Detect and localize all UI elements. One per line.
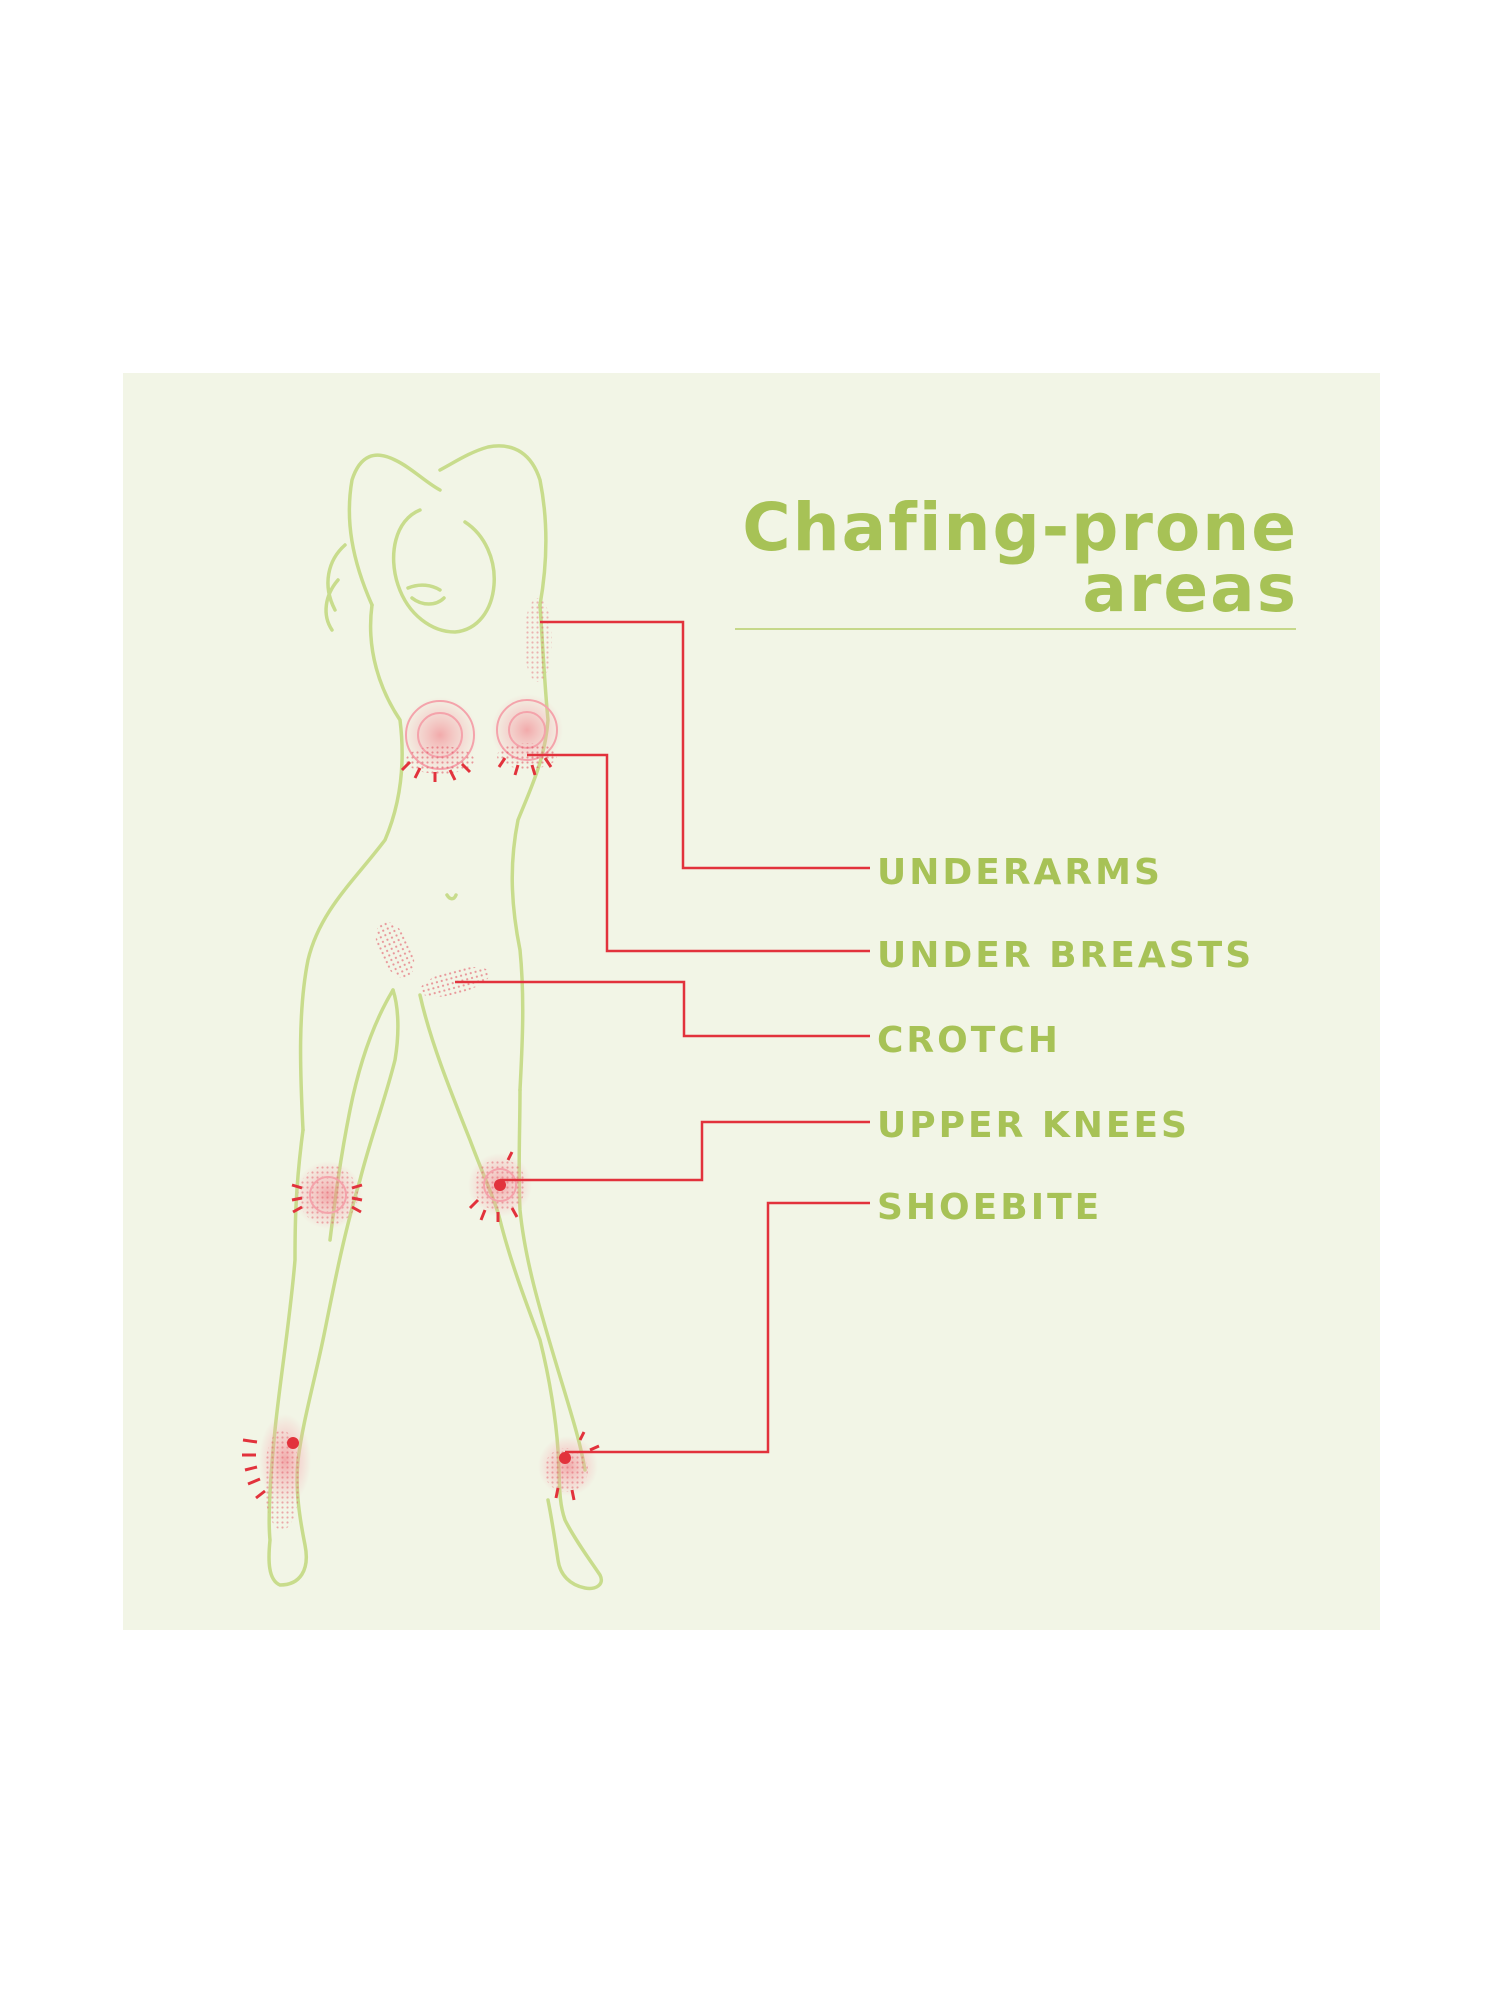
hotspot-knee-left-icon (291, 1161, 363, 1229)
leader-crotch (455, 980, 870, 1038)
hotspot-heel-left-icon (242, 1414, 311, 1530)
hair-outline (324, 543, 347, 632)
area-label-under-breasts: UNDER BREASTS (877, 935, 1255, 976)
hotspot-heel-right-icon (538, 1431, 600, 1501)
leader-lines (455, 620, 870, 1454)
area-label-shoebite: SHOEBITE (877, 1187, 1103, 1228)
area-label-underarms: UNDERARMS (877, 852, 1163, 893)
hotspot-crotch-icon (375, 921, 490, 997)
body-outline-icon (267, 444, 603, 1591)
leader-upper-knees (500, 1120, 870, 1182)
head-outline (391, 508, 496, 634)
leader-shoebite (565, 1201, 870, 1454)
right-leg-outer (517, 1088, 587, 1472)
diagram-title-line-1: Chafing-prone (742, 489, 1298, 566)
diagram-title-line-2: areas (1082, 550, 1298, 627)
face-detail (406, 583, 446, 606)
title-divider (735, 628, 1296, 630)
area-label-crotch: CROTCH (877, 1020, 1061, 1061)
hotspot-under-breast-right-icon (491, 694, 563, 776)
right-torso-outline (510, 603, 550, 1092)
hotspot-knee-right-icon (468, 1151, 532, 1222)
leader-under-breasts (527, 753, 870, 953)
leader-underarms (540, 620, 870, 870)
chafing-hotspots (242, 598, 600, 1530)
hotspot-underarm-icon (524, 598, 552, 682)
navel (445, 893, 458, 901)
left-arm-outline (347, 453, 442, 607)
diagram-panel (123, 373, 1380, 1630)
area-label-upper-knees: UPPER KNEES (877, 1105, 1190, 1146)
left-leg-outer (267, 988, 400, 1587)
right-arm-outline (438, 444, 548, 607)
hotspot-under-breast-left-icon (400, 697, 478, 782)
left-torso-outline (298, 603, 404, 1132)
